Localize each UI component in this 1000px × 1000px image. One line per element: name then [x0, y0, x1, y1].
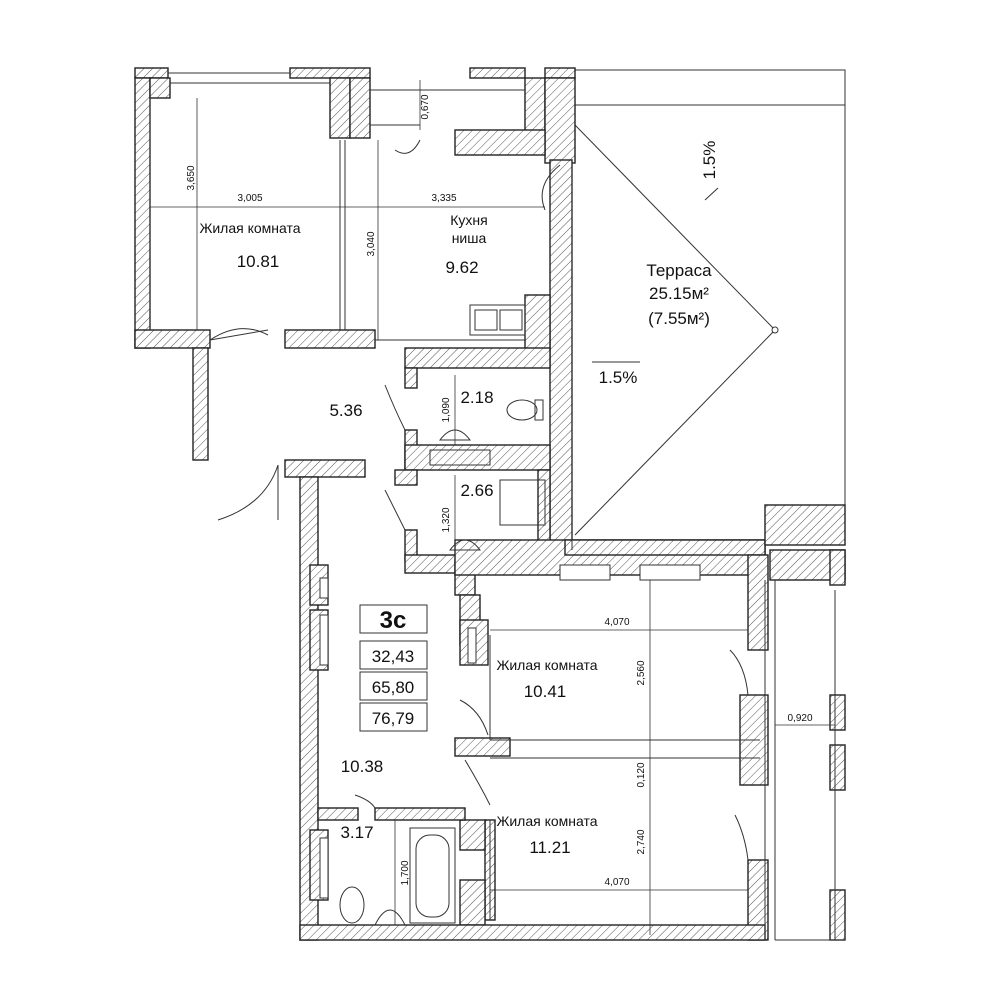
bath1-area: 2.66	[460, 481, 493, 500]
dim-1090: 1,090	[441, 397, 452, 422]
living3-area: 11.21	[529, 838, 570, 857]
fixtures	[339, 304, 546, 926]
dim-3335: 3,335	[431, 193, 456, 204]
living2-label: Жилая комната	[496, 657, 597, 673]
dim-3650: 3,650	[186, 165, 197, 190]
dim-1320: 1,320	[441, 507, 452, 532]
dim-2560: 2,560	[636, 660, 647, 685]
terrace-reduced: (7.55м²)	[648, 309, 710, 328]
area-with-terrace: 76,79	[372, 709, 415, 728]
living1-area: 10.81	[237, 252, 280, 271]
walls	[134, 67, 846, 941]
dim-1700: 1,700	[400, 860, 411, 885]
living2-area: 10.41	[524, 682, 567, 701]
terrace-slope-top: 1.5%	[700, 141, 719, 180]
kitchen-label-1: Кухня	[450, 212, 487, 228]
dim-4070-top: 4,070	[604, 617, 629, 628]
corridor-area: 10.38	[341, 757, 384, 776]
dimension-lines	[150, 80, 835, 935]
dim-2740: 2,740	[636, 829, 647, 854]
dim-0120: 0,120	[636, 762, 647, 787]
dim-0670: 0,670	[420, 94, 431, 119]
dim-4070-bottom: 4,070	[604, 877, 629, 888]
area-living: 32,43	[372, 647, 415, 666]
terrace-label: Терраса	[646, 261, 712, 280]
area-summary	[359, 604, 428, 732]
bath2-area: 3.17	[340, 823, 373, 842]
terrace-slope-bottom: 1.5%	[599, 368, 638, 387]
interior-lines	[149, 98, 760, 920]
terrace-outline	[574, 69, 846, 536]
area-total: 65,80	[372, 678, 415, 697]
living3-label: Жилая комната	[496, 813, 597, 829]
dim-3005: 3,005	[237, 193, 262, 204]
terrace-area: 25.15м²	[649, 284, 709, 303]
kitchen-label-2: ниша	[452, 230, 487, 246]
kitchen-area: 9.62	[445, 258, 478, 277]
apartment-type: 3с	[380, 607, 407, 634]
hall-area: 5.36	[329, 401, 362, 420]
wc1-area: 2.18	[460, 388, 493, 407]
dim-3040: 3,040	[366, 231, 377, 256]
dim-0920: 0,920	[787, 713, 812, 724]
living1-label: Жилая комната	[199, 220, 300, 236]
